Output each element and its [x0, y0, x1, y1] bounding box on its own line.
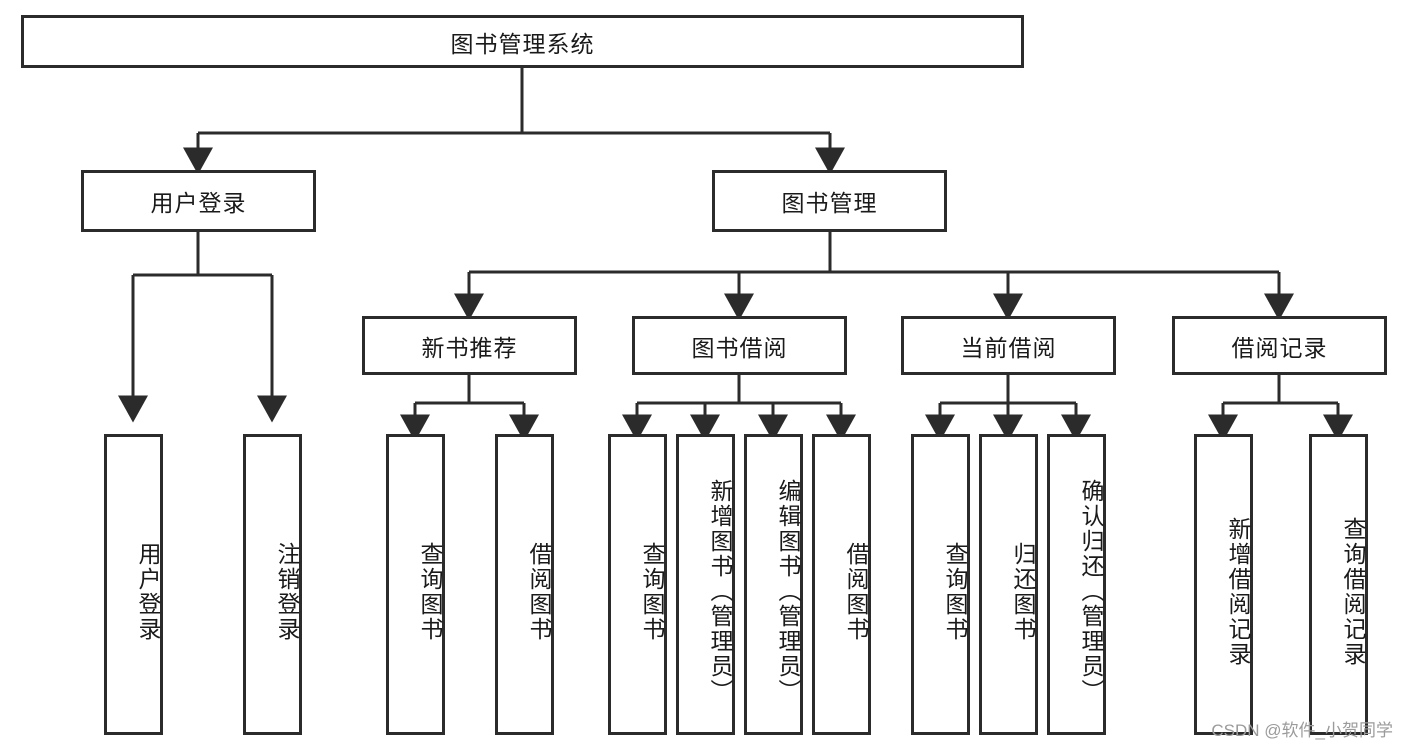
node-root[interactable]: 图书管理系统	[21, 15, 1024, 68]
leaf-label: 编辑图书（管理员）	[775, 479, 801, 704]
leaf-label: 新增借阅记录	[1225, 516, 1251, 667]
node-user-login[interactable]: 用户登录	[81, 170, 316, 232]
node-current-borrow-label: 当前借阅	[960, 334, 1057, 361]
leaf-user-login-logout[interactable]: 注销登录	[243, 434, 302, 735]
leaf-label: 用户登录	[135, 541, 161, 642]
leaf-label: 查询图书	[639, 541, 665, 642]
watermark: CSDN @软件_小贺同学	[1211, 721, 1393, 740]
leaf-label: 注销登录	[274, 541, 300, 642]
node-root-label: 图书管理系统	[450, 30, 595, 57]
leaf-record-add-record[interactable]: 新增借阅记录	[1194, 434, 1253, 735]
node-borrow-record[interactable]: 借阅记录	[1172, 316, 1387, 375]
leaf-current-confirm-return[interactable]: 确认归还（管理员）	[1047, 434, 1106, 735]
leaf-label: 确认归还（管理员）	[1078, 479, 1104, 704]
node-book-borrow[interactable]: 图书借阅	[632, 316, 847, 375]
node-book-management[interactable]: 图书管理	[712, 170, 947, 232]
leaf-current-query-book[interactable]: 查询图书	[911, 434, 970, 735]
leaf-record-query-record[interactable]: 查询借阅记录	[1309, 434, 1368, 735]
leaf-label: 借阅图书	[843, 541, 869, 642]
leaf-recommend-borrow-book[interactable]: 借阅图书	[495, 434, 554, 735]
leaf-label: 归还图书	[1010, 541, 1036, 642]
leaf-label: 查询图书	[942, 541, 968, 642]
leaf-current-return-book[interactable]: 归还图书	[979, 434, 1038, 735]
leaf-label: 新增图书（管理员）	[707, 479, 733, 704]
leaf-label: 借阅图书	[526, 541, 552, 642]
leaf-borrow-query-book[interactable]: 查询图书	[608, 434, 667, 735]
leaf-borrow-edit-book[interactable]: 编辑图书（管理员）	[744, 434, 803, 735]
leaf-recommend-query-book[interactable]: 查询图书	[386, 434, 445, 735]
node-book-borrow-label: 图书借阅	[691, 334, 788, 361]
node-book-management-label: 图书管理	[781, 190, 878, 216]
node-new-book-recommend[interactable]: 新书推荐	[362, 316, 577, 375]
leaf-user-login-login[interactable]: 用户登录	[104, 434, 163, 735]
leaf-label: 查询借阅记录	[1340, 516, 1366, 667]
leaf-label: 查询图书	[417, 541, 443, 642]
node-new-book-recommend-label: 新书推荐	[421, 334, 518, 361]
leaf-borrow-add-book[interactable]: 新增图书（管理员）	[676, 434, 735, 735]
node-borrow-record-label: 借阅记录	[1231, 334, 1328, 361]
node-user-login-label: 用户登录	[150, 190, 247, 216]
leaf-borrow-borrow-book[interactable]: 借阅图书	[812, 434, 871, 735]
node-current-borrow[interactable]: 当前借阅	[901, 316, 1116, 375]
